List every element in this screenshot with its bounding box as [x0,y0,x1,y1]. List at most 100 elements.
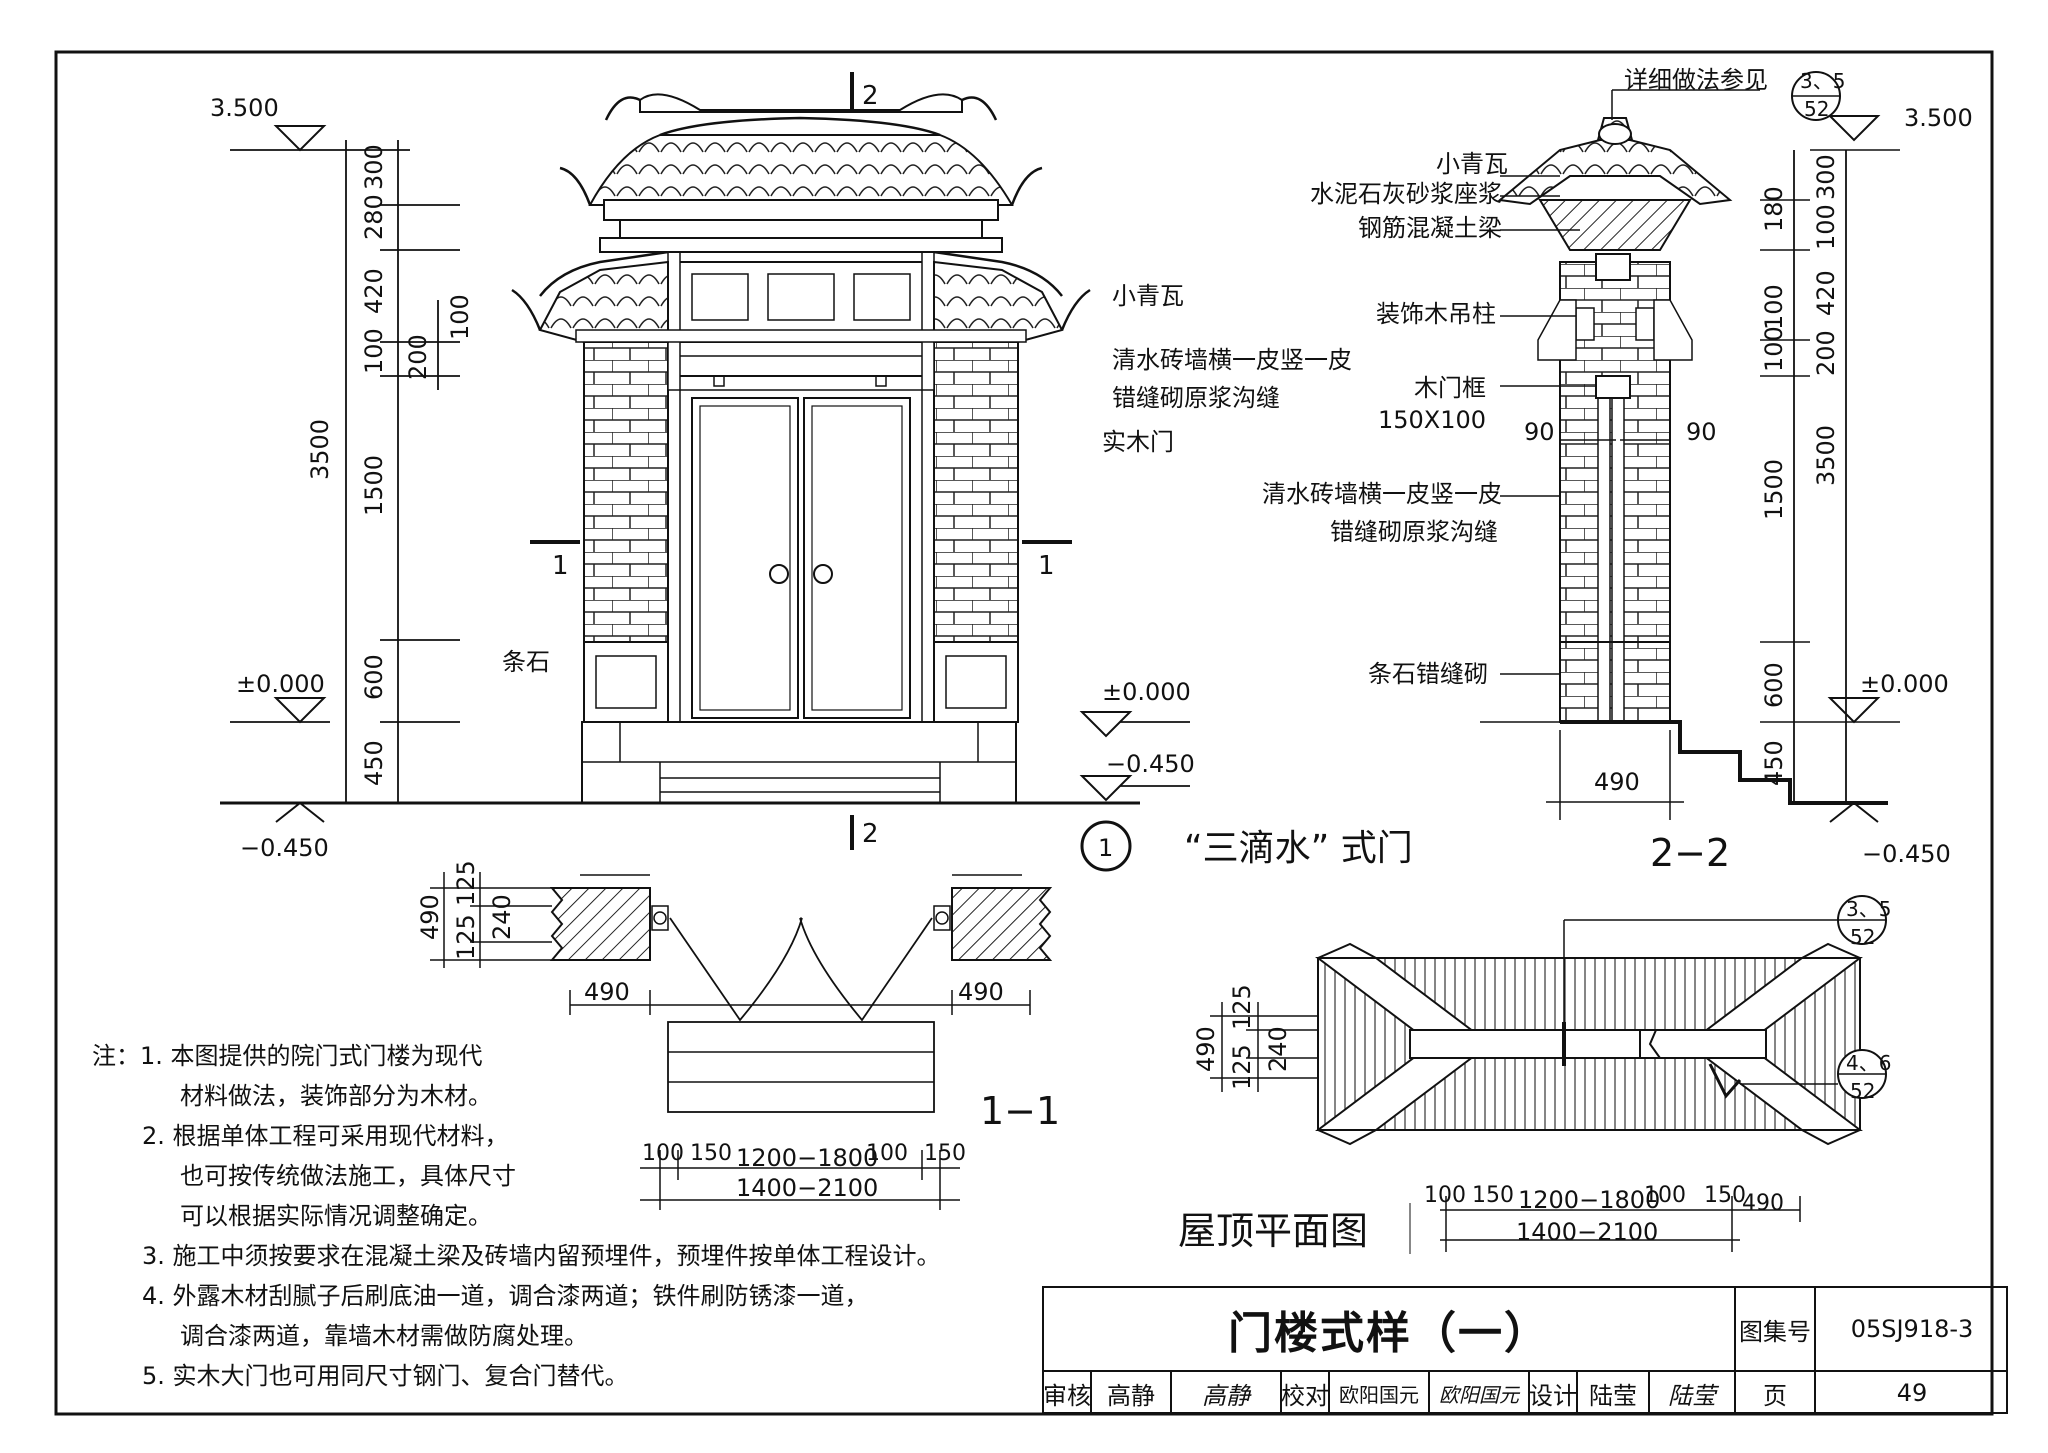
note-item: 1. 本图提供的院门式门楼为现代 [140,1042,483,1070]
plan-dim-240: 240 [488,894,516,940]
elev-top-left: 3.500 [210,94,279,122]
roof-title: 屋顶平面图 [1178,1209,1368,1253]
review-signature: 高静 [1172,1372,1282,1414]
dim-1500: 1500 [360,455,388,516]
section-mark-2-top: 2 [862,81,879,111]
plan-dim-490: 490 [416,894,444,940]
roof-dim-150b: 150 [1704,1183,1746,1208]
review-label: 审核 [1043,1372,1092,1414]
section-mark-1-right: 1 [1038,551,1055,581]
elevation-markers [273,115,1881,823]
plan-1-1 [430,872,1053,1210]
elevation-number-circle [1080,820,1132,872]
notes: 注：1. 本图提供的院门式门楼为现代 材料做法，装饰部分为木材。 2. 根据单体… [92,1036,1052,1396]
side-dim-600: 600 [1760,662,1788,708]
review-name: 高静 [1092,1372,1172,1414]
plan-dim-100b: 100 [866,1141,908,1166]
plan-dim-150b: 150 [924,1141,966,1166]
design-signature: 陆莹 [1650,1372,1736,1414]
note-item: 调合漆两道，靠墙木材需做防腐处理。 [180,1322,588,1350]
plan-dim-150a: 150 [690,1141,732,1166]
side-dim-90a: 90 [1524,418,1555,446]
side-frame: 木门框 [1414,374,1486,402]
side-ref-text: 详细做法参见 [1624,66,1768,94]
note-item: 5. 实木大门也可用同尺寸钢门、复合门替代。 [142,1362,629,1390]
side-dim-300: 300 [1812,154,1840,200]
elevation-number: 1 [1098,834,1113,862]
callout-stone: 条石 [502,648,550,676]
side-section [1480,71,1900,820]
elev-zero-mid: ±0.000 [1102,678,1191,706]
atlas-label: 图集号 [1736,1288,1816,1372]
notes-prefix: 注： [92,1042,140,1070]
dim-600: 600 [360,654,388,700]
callout-brick-1: 清水砖墙横一皮竖一皮 [1112,346,1352,374]
side-dim-100b: 100 [1760,326,1788,372]
roof-total: 1400−2100 [1516,1218,1658,1246]
roof-ref1-top: 3、5 [1846,897,1891,921]
side-brick-2: 错缝砌原浆沟缝 [1330,518,1498,546]
side-stone: 条石错缝砌 [1368,660,1488,688]
side-frame-size: 150X100 [1378,406,1486,434]
dim-200: 200 [404,334,432,380]
plan-dim-100a: 100 [642,1141,684,1166]
side-dim-total: 3500 [1812,425,1840,486]
plan-range: 1200−1800 [736,1144,878,1172]
drawing-title: 门楼式样（一） [1044,1288,1736,1372]
page-label: 页 [1736,1372,1816,1414]
roof-dim-100a: 100 [1424,1183,1466,1208]
sheet-border [54,50,1994,1416]
note-item: 2. 根据单体工程可采用现代材料， [142,1122,509,1150]
title-block: 门楼式样（一） 图集号 05SJ918-3 审核 高静 高静 校对 欧阳国元 欧… [1042,1286,2008,1414]
side-pendant: 装饰木吊柱 [1376,300,1496,328]
callout-tile: 小青瓦 [1112,282,1184,310]
note-item: 也可按传统做法施工，具体尺寸 [180,1162,516,1190]
side-dim-450: 450 [1760,740,1788,786]
roof-range: 1200−1800 [1518,1186,1660,1214]
section-mark-1-left: 1 [552,551,569,581]
side-width: 490 [1594,768,1640,796]
notes-row-1: 注：1. 本图提供的院门式门楼为现代 [92,1036,1052,1076]
plan-dim-125b: 125 [452,914,480,960]
note-item: 可以根据实际情况调整确定。 [180,1202,492,1230]
check-label: 校对 [1281,1372,1330,1414]
plan-title: 1−1 [980,1089,1060,1133]
plan-width-490a: 490 [584,978,630,1006]
left-dimension-chain [230,140,1411,1254]
design-name: 陆莹 [1578,1372,1650,1414]
elev-neg-right: −0.450 [1862,840,1951,868]
note-item: 3. 施工中须按要求在混凝土梁及砖墙内留预埋件，预埋件按单体工程设计。 [142,1242,941,1270]
check-name: 欧阳国元 [1330,1372,1430,1414]
roof-dim-100b: 100 [1644,1183,1686,1208]
roof-ref1-bottom: 52 [1850,925,1875,949]
side-tile: 小青瓦 [1436,150,1508,178]
dim-280: 280 [360,194,388,240]
elev-neg-left: −0.450 [240,834,329,862]
note-item: 材料做法，装饰部分为木材。 [180,1082,492,1110]
front-elevation [220,72,1140,850]
plan-dim-125a: 125 [452,860,480,906]
side-beam: 钢筋混凝土梁 [1358,214,1502,242]
side-dim-90b: 90 [1686,418,1717,446]
dim-300: 300 [360,144,388,190]
side-brick-1: 清水砖墙横一皮竖一皮 [1262,480,1502,508]
roof-dim-490: 490 [1192,1026,1220,1072]
elev-neg-mid: −0.450 [1106,750,1195,778]
side-dim-100: 100 [1812,204,1840,250]
roof-dim-125a: 125 [1228,984,1256,1030]
roof-ref2-bottom: 52 [1850,1079,1875,1103]
elev-zero-left: ±0.000 [236,670,325,698]
roof-dim-125b: 125 [1228,1044,1256,1090]
dim-total: 3500 [306,419,334,480]
dim-420: 420 [360,268,388,314]
roof-dim-490b: 490 [1742,1191,1784,1216]
side-dim-200: 200 [1812,330,1840,376]
side-dim-180: 180 [1760,186,1788,232]
section-mark-2-bottom: 2 [862,819,879,849]
side-dim-100c: 100 [1760,284,1788,330]
elev-zero-right: ±0.000 [1860,670,1949,698]
dim-100b: 100 [446,294,474,340]
side-dim-420: 420 [1812,270,1840,316]
